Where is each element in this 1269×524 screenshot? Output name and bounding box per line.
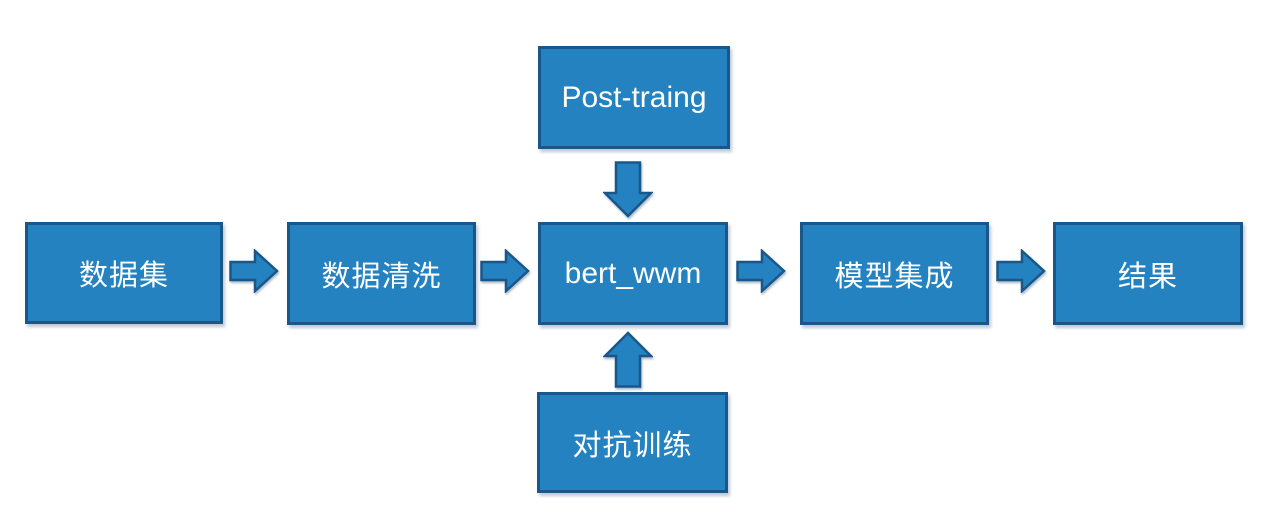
- node-bert-wwm: bert_wwm: [538, 222, 728, 325]
- node-bert-wwm-label: bert_wwm: [564, 256, 702, 290]
- node-adversarial-training: 对抗训练: [537, 392, 728, 493]
- arrow-down-icon: [603, 161, 653, 218]
- node-dataset: 数据集: [25, 222, 223, 324]
- arrow-right-icon: [736, 249, 786, 293]
- arrow-right-icon: [229, 249, 279, 293]
- node-post-training: Post-traing: [538, 46, 730, 149]
- node-dataset-label: 数据集: [78, 260, 169, 292]
- node-result: 结果: [1053, 222, 1243, 325]
- node-model-ensemble: 模型集成: [800, 222, 989, 325]
- arrow-right-icon: [480, 249, 530, 293]
- arrow-right-icon: [996, 249, 1046, 293]
- node-data-cleaning-label: 数据清洗: [321, 260, 442, 293]
- node-adversarial-training-label: 对抗训练: [572, 429, 693, 462]
- node-post-training-label: Post-traing: [561, 80, 707, 114]
- node-result-label: 结果: [1117, 260, 1178, 293]
- node-data-cleaning: 数据清洗: [287, 222, 476, 325]
- node-model-ensemble-label: 模型集成: [834, 260, 955, 293]
- arrow-up-icon: [603, 331, 653, 388]
